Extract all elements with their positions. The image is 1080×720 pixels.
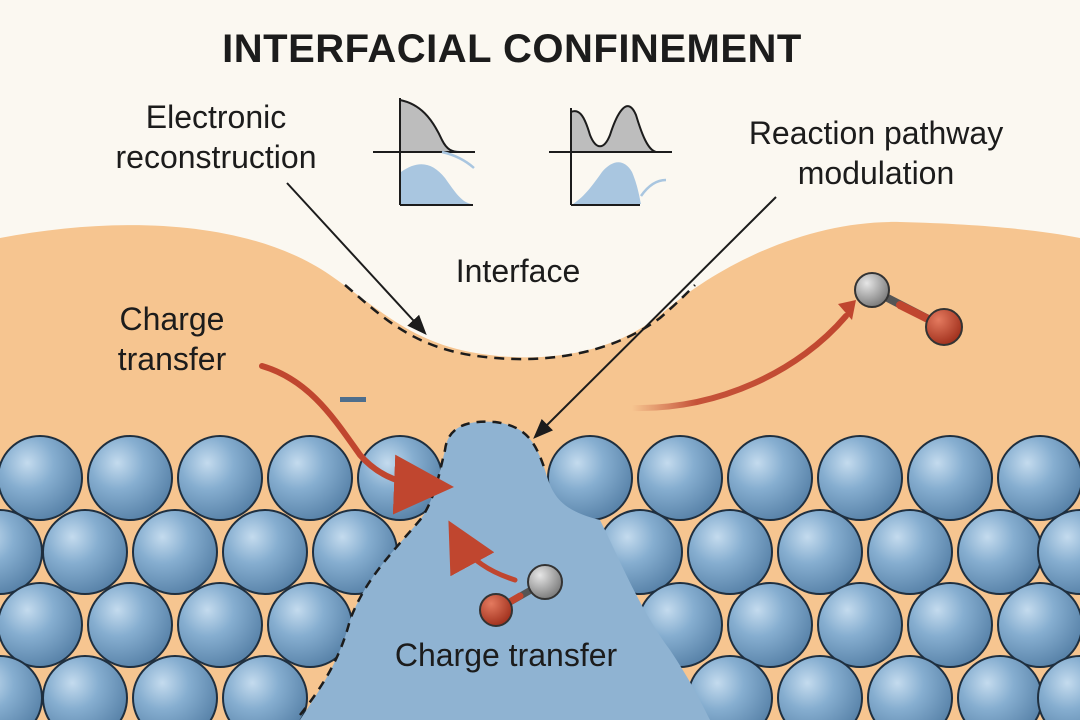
charge-transfer-left-line1: Charge (120, 301, 225, 337)
metal-atom (132, 655, 218, 720)
metal-atom (42, 655, 128, 720)
charge-transfer-left-line2: transfer (118, 341, 227, 377)
metal-atom (867, 655, 953, 720)
electronic-reconstruction-label-line2: reconstruction (116, 139, 317, 175)
metal-atom (267, 435, 353, 521)
reaction-pathway-label-line1: Reaction pathway (749, 115, 1003, 151)
metal-atom (87, 582, 173, 668)
metal-atom (0, 582, 83, 668)
reaction-pathway-label-line2: modulation (798, 155, 955, 191)
metal-atom (957, 509, 1043, 595)
metal-atom (177, 582, 263, 668)
metal-atom (727, 435, 813, 521)
metal-atom (997, 435, 1080, 521)
molecule-upper-right-icon (854, 272, 963, 346)
molecule-confined-icon (479, 564, 563, 627)
dos-plot-right (549, 105, 672, 206)
metal-atom (997, 582, 1080, 668)
interface-label: Interface (456, 253, 581, 289)
metal-atom (907, 582, 993, 668)
page-title: INTERFACIAL CONFINEMENT (222, 27, 802, 71)
metal-atom (777, 509, 863, 595)
metal-atom (637, 435, 723, 521)
metal-atom (1037, 509, 1080, 595)
charge-transfer-bottom-label: Charge transfer (395, 637, 618, 673)
electronic-reconstruction-label-line1: Electronic (146, 99, 287, 135)
metal-atom (132, 509, 218, 595)
pointer-reaction-pathway (533, 196, 777, 439)
pointer-electronic-reconstruction (286, 182, 427, 335)
metal-atom (87, 435, 173, 521)
metal-atom (687, 509, 773, 595)
dos-plot-left (373, 98, 475, 206)
metal-atom (867, 509, 953, 595)
charge-transfer-arrow-left (259, 363, 454, 515)
metal-atom (42, 509, 128, 595)
metal-atom (1037, 655, 1080, 720)
metal-atom (177, 435, 263, 521)
metal-atom (817, 582, 903, 668)
reaction-pathway-arrow (629, 313, 849, 412)
minus-sign-icon (340, 397, 366, 402)
reaction-pathway-arrowhead-icon (838, 300, 856, 320)
metal-atom (817, 435, 903, 521)
metal-atom (777, 655, 863, 720)
interface-boundary (344, 284, 696, 361)
metal-atom (727, 582, 813, 668)
metal-atom (222, 655, 308, 720)
confined-blue-region (300, 421, 710, 720)
metal-atom (0, 435, 83, 521)
charge-transfer-arrow-bottom (448, 520, 518, 583)
metal-atom (907, 435, 993, 521)
metal-atom (222, 509, 308, 595)
